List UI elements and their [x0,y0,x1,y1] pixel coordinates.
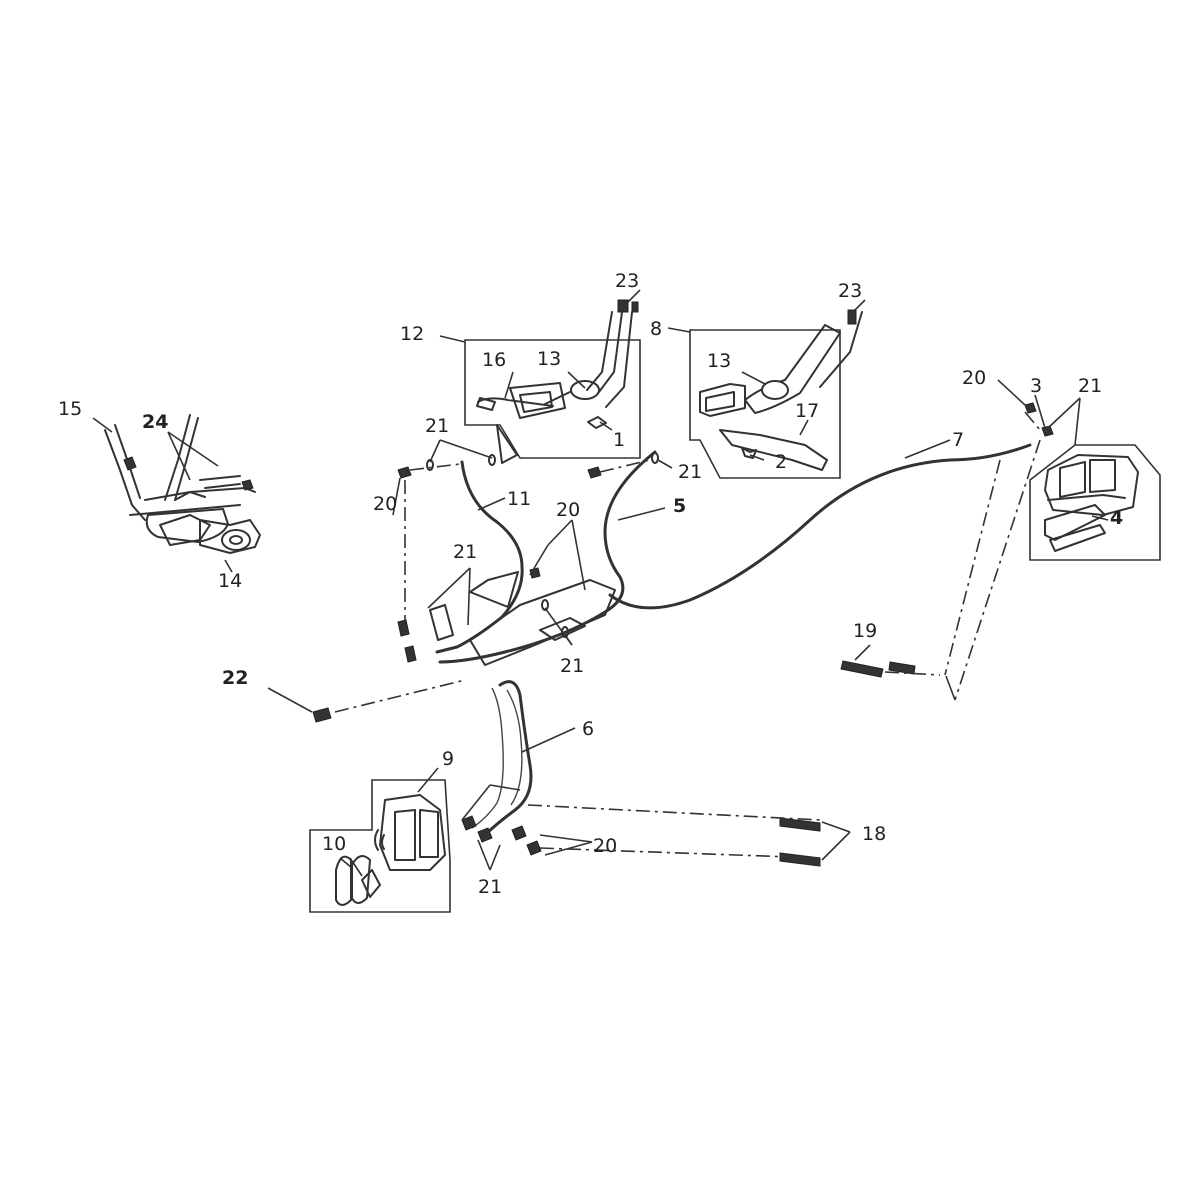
callout-21-right: 21 [1078,375,1102,397]
callout-1: 1 [613,429,625,451]
callout-8: 8 [650,318,662,340]
callout-21-top: 21 [425,415,449,437]
callout-18: 18 [862,823,886,845]
callout-23-left: 23 [615,270,639,292]
brake-hoses [312,402,1054,867]
callout-5: 5 [673,495,686,517]
callout-13b: 13 [707,350,731,372]
callout-7: 7 [952,429,964,451]
box-8-front-master-cylinder [689,309,863,479]
callout-12: 12 [400,323,424,345]
callout-16: 16 [482,349,506,371]
callout-20-mid: 20 [556,499,580,521]
rear-brake-pedal-assembly [92,414,261,573]
callout-20-left: 20 [373,493,397,515]
leader-lines [267,289,1081,871]
callout-21-box8: 21 [678,461,702,483]
callout-20-bottom: 20 [593,835,617,857]
callout-2: 2 [775,451,787,473]
callout-21-mid-lower: 21 [560,655,584,677]
callout-13: 13 [537,348,561,370]
callout-10: 10 [322,833,346,855]
box-4-front-caliper [1029,444,1161,561]
callout-19: 19 [853,620,877,642]
callout-labels: 1 2 3 4 5 6 7 8 9 10 11 12 13 13 14 15 1… [58,270,1123,898]
callout-4: 4 [1110,507,1123,529]
box-12-rear-master-cylinder [464,299,641,459]
callout-3: 3 [1030,375,1042,397]
callout-15: 15 [58,398,82,420]
callout-11: 11 [507,488,531,510]
callout-24: 24 [142,411,168,433]
callout-23-right: 23 [838,280,862,302]
callout-21-bottom: 21 [478,876,502,898]
callout-17: 17 [795,400,819,422]
box-9-rear-caliper [309,767,451,913]
callout-20-right: 20 [962,367,986,389]
callout-6: 6 [582,718,594,740]
callout-21-mid-left: 21 [453,541,477,563]
callout-22: 22 [222,667,248,689]
callout-14: 14 [218,570,242,592]
callout-9: 9 [442,748,454,770]
